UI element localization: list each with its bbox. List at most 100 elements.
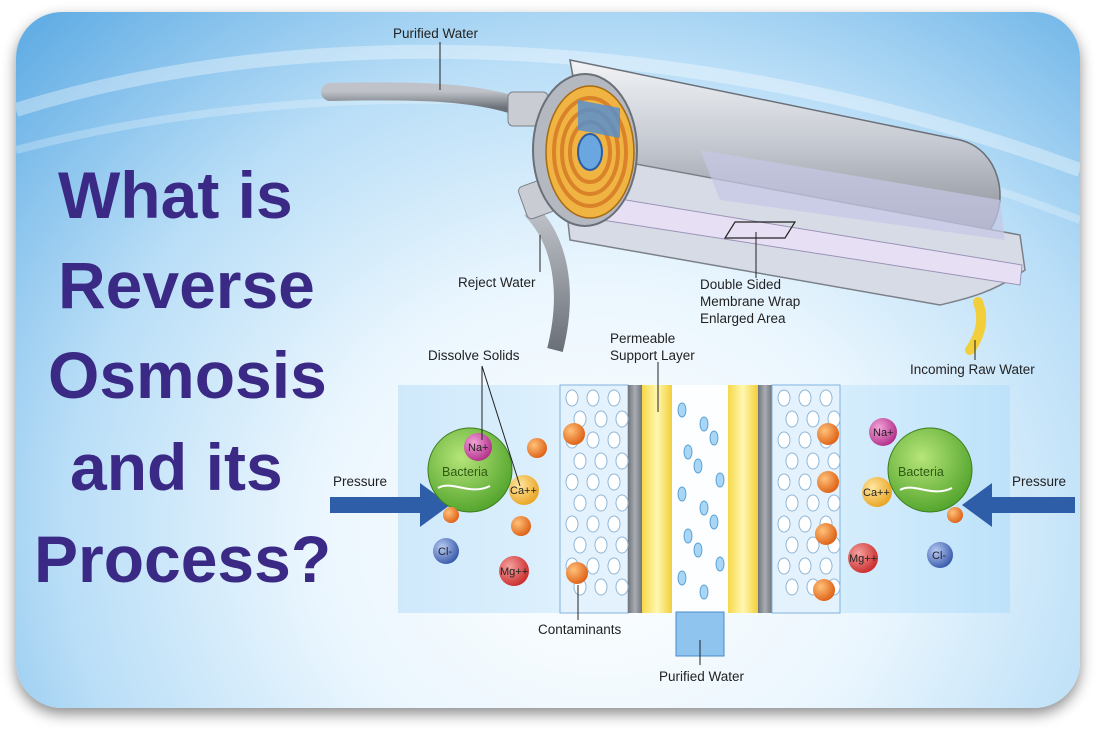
pore <box>785 494 799 512</box>
pore <box>785 452 799 470</box>
title-line-1: What is <box>58 158 293 232</box>
contaminant <box>566 562 588 584</box>
label-double-sided-2: Membrane Wrap <box>700 294 800 309</box>
contaminant <box>443 507 459 523</box>
water-drop <box>683 528 693 544</box>
bacteria-label-right: Bacteria <box>898 465 944 479</box>
water-drop <box>693 458 703 474</box>
purified-water-hose <box>321 82 531 117</box>
label-reject-water: Reject Water <box>458 275 536 290</box>
ca-label-right: Ca++ <box>863 487 890 499</box>
water-drop <box>709 430 719 446</box>
label-contaminants: Contaminants <box>538 622 622 637</box>
pore <box>586 557 600 575</box>
contaminant <box>815 523 837 545</box>
page-title: What is Reverse Osmosis and its Process? <box>34 158 331 596</box>
pore <box>607 557 621 575</box>
pore <box>586 473 600 491</box>
pore <box>819 389 833 407</box>
contaminant <box>947 507 963 523</box>
pressure-arrow-right <box>962 483 1075 527</box>
pore <box>594 578 608 596</box>
mg-label-left: Mg++ <box>500 566 528 578</box>
contaminant <box>817 471 839 493</box>
label-pressure-right: Pressure <box>1012 474 1066 489</box>
pore <box>798 389 812 407</box>
label-purified-water-top: Purified Water <box>393 26 479 41</box>
title-line-4: and its <box>70 430 283 504</box>
pore <box>594 536 608 554</box>
pore <box>586 389 600 407</box>
water-drop <box>699 500 709 516</box>
pore <box>777 515 791 533</box>
pore <box>607 473 621 491</box>
pore <box>615 536 629 554</box>
pore <box>607 515 621 533</box>
water-drop <box>709 514 719 530</box>
pore <box>607 389 621 407</box>
na-ion-right <box>869 418 897 446</box>
bacteria-right <box>887 427 973 513</box>
label-permeable-1: Permeable <box>610 331 675 346</box>
reverse-osmosis-diagram: What is Reverse Osmosis and its Process?… <box>16 26 1080 684</box>
label-purified-water-bottom: Purified Water <box>659 669 745 684</box>
na-label-right: Na+ <box>873 427 894 439</box>
pore <box>806 536 820 554</box>
membrane-cartridge <box>532 59 1026 306</box>
pore <box>573 536 587 554</box>
membrane-pores <box>565 389 841 596</box>
na-label-left: Na+ <box>468 442 489 454</box>
contaminant <box>563 423 585 445</box>
water-drop <box>677 486 687 502</box>
pore <box>806 410 820 428</box>
mg-label-right: Mg++ <box>849 553 877 565</box>
reject-water-hose <box>524 204 570 352</box>
pore <box>573 452 587 470</box>
pore <box>777 389 791 407</box>
title-line-3: Osmosis <box>48 338 327 412</box>
raw-water-stream <box>965 297 987 355</box>
na-ion-left <box>464 433 492 461</box>
pore <box>777 557 791 575</box>
label-dissolve-solids: Dissolve Solids <box>428 348 520 363</box>
label-double-sided-3: Enlarged Area <box>700 311 786 326</box>
pore <box>607 431 621 449</box>
swoosh-decoration <box>16 44 1080 177</box>
contaminant <box>817 423 839 445</box>
pore <box>565 515 579 533</box>
contaminant <box>813 579 835 601</box>
diagram-card: What is Reverse Osmosis and its Process?… <box>16 12 1080 708</box>
mg-ion-right <box>848 543 878 573</box>
label-double-sided-1: Double Sided <box>700 277 781 292</box>
label-pressure-left: Pressure <box>333 474 387 489</box>
pore <box>798 431 812 449</box>
water-drop <box>677 570 687 586</box>
pore <box>777 473 791 491</box>
pore <box>798 557 812 575</box>
water-drop <box>677 402 687 418</box>
pore <box>615 410 629 428</box>
pore <box>798 473 812 491</box>
contaminant <box>511 516 531 536</box>
pore <box>785 578 799 596</box>
pore <box>615 494 629 512</box>
ca-label-left: Ca++ <box>510 485 537 497</box>
water-drop <box>699 584 709 600</box>
mg-ion-left <box>499 556 529 586</box>
pore <box>806 494 820 512</box>
contaminant <box>527 438 547 458</box>
water-droplets <box>677 402 725 600</box>
cl-ion-left <box>433 538 459 564</box>
pore <box>777 431 791 449</box>
pore <box>565 389 579 407</box>
water-drop <box>715 472 725 488</box>
pore <box>615 578 629 596</box>
pore <box>827 452 841 470</box>
pore <box>806 452 820 470</box>
pore <box>594 452 608 470</box>
title-line-2: Reverse <box>58 248 315 322</box>
pore <box>594 410 608 428</box>
pore <box>586 515 600 533</box>
pore <box>573 494 587 512</box>
water-drop <box>693 542 703 558</box>
